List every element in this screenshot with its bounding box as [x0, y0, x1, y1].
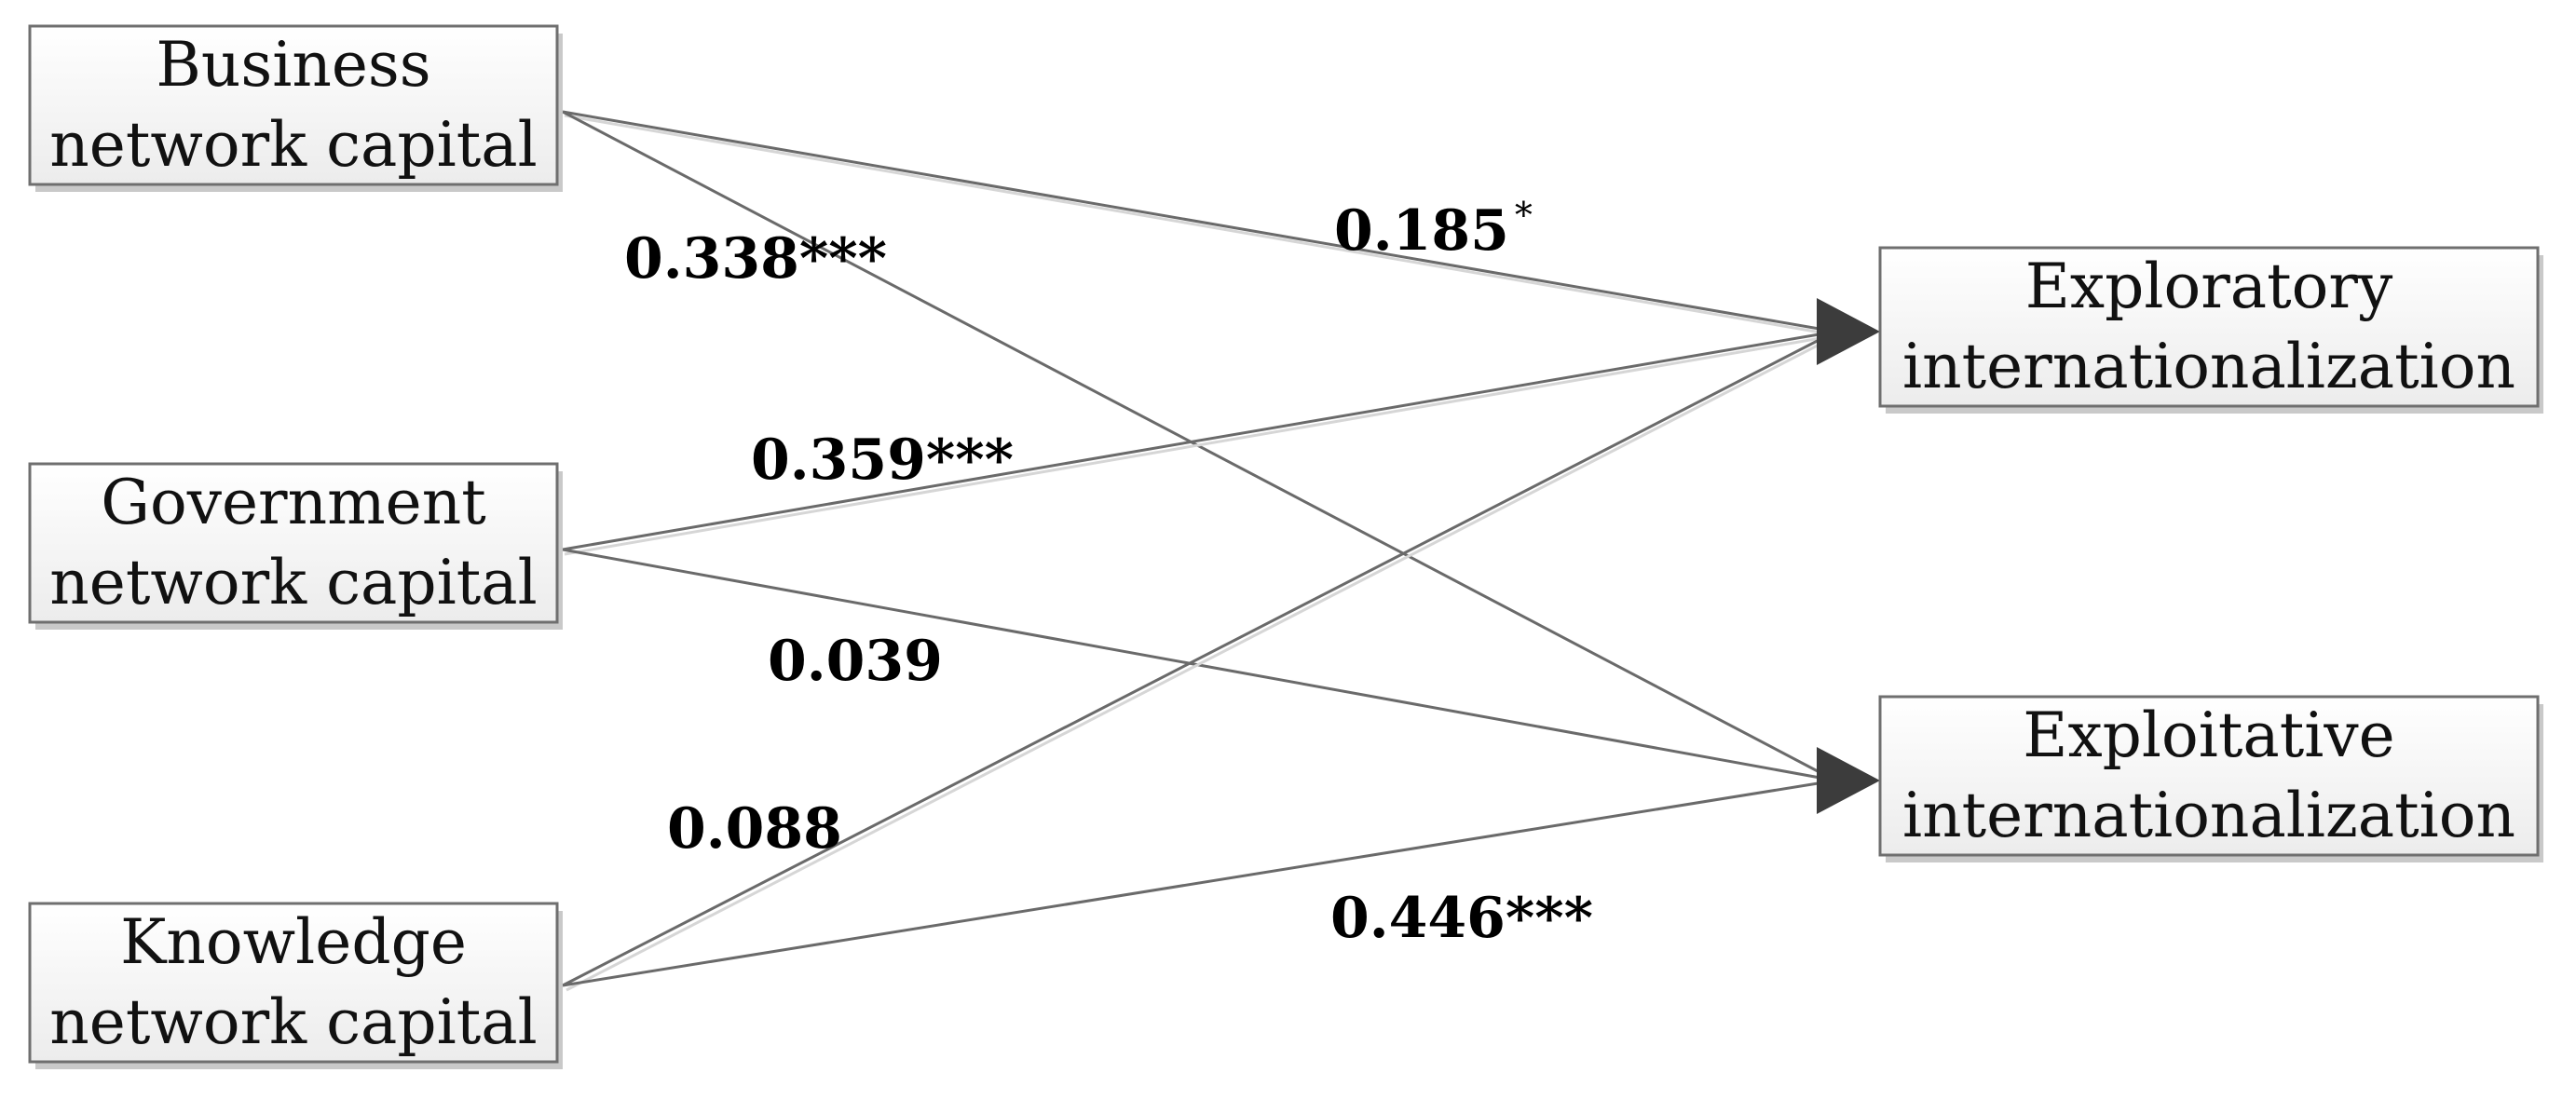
coefficients: 0.185* 0.338*** 0.359*** 0.039 0.088 0.4…	[624, 195, 1593, 951]
coef-business-exploratory-sig: *	[1515, 195, 1533, 236]
node-exploitative-line2: internationalization	[1902, 780, 2515, 851]
coef-knowledge-exploratory: 0.088	[667, 796, 842, 862]
edge-business-exploratory	[562, 110, 1836, 333]
node-exploratory-line1: Exploratory	[2025, 251, 2393, 322]
coef-business-exploratory-value: 0.185	[1334, 198, 1509, 264]
node-government: Government network capital	[28, 462, 563, 630]
edge-government-exploratory	[562, 330, 1836, 551]
node-exploitative-line1: Exploitative	[2023, 699, 2394, 771]
node-exploratory-line2: internationalization	[1902, 331, 2515, 402]
coef-business-exploitative: 0.338***	[624, 226, 887, 292]
coef-knowledge-exploitative: 0.446***	[1330, 886, 1593, 951]
coef-business-exploratory: 0.185*	[1334, 195, 1533, 264]
node-exploitative: Exploitative internationalization	[1878, 695, 2543, 862]
edges	[562, 110, 1838, 992]
node-business-line2: network capital	[49, 109, 538, 181]
node-knowledge-line2: network capital	[49, 986, 538, 1058]
arrowheads	[1817, 298, 1880, 814]
arrowhead-exploitative	[1817, 747, 1880, 814]
coef-government-exploratory: 0.359***	[751, 428, 1014, 493]
node-business-line1: Business	[156, 29, 430, 101]
node-exploratory: Exploratory internationalization	[1878, 246, 2543, 414]
edge-knowledge-exploratory	[562, 330, 1836, 987]
node-government-line1: Government	[101, 467, 486, 538]
node-knowledge: Knowledge network capital	[28, 902, 563, 1069]
node-business: Business network capital	[28, 24, 563, 192]
arrowhead-exploratory	[1817, 298, 1880, 365]
node-government-line2: network capital	[49, 547, 538, 618]
coef-government-exploitative: 0.039	[768, 629, 943, 694]
edge-knowledge-exploitative	[562, 779, 1836, 987]
node-knowledge-line1: Knowledge	[120, 906, 467, 978]
